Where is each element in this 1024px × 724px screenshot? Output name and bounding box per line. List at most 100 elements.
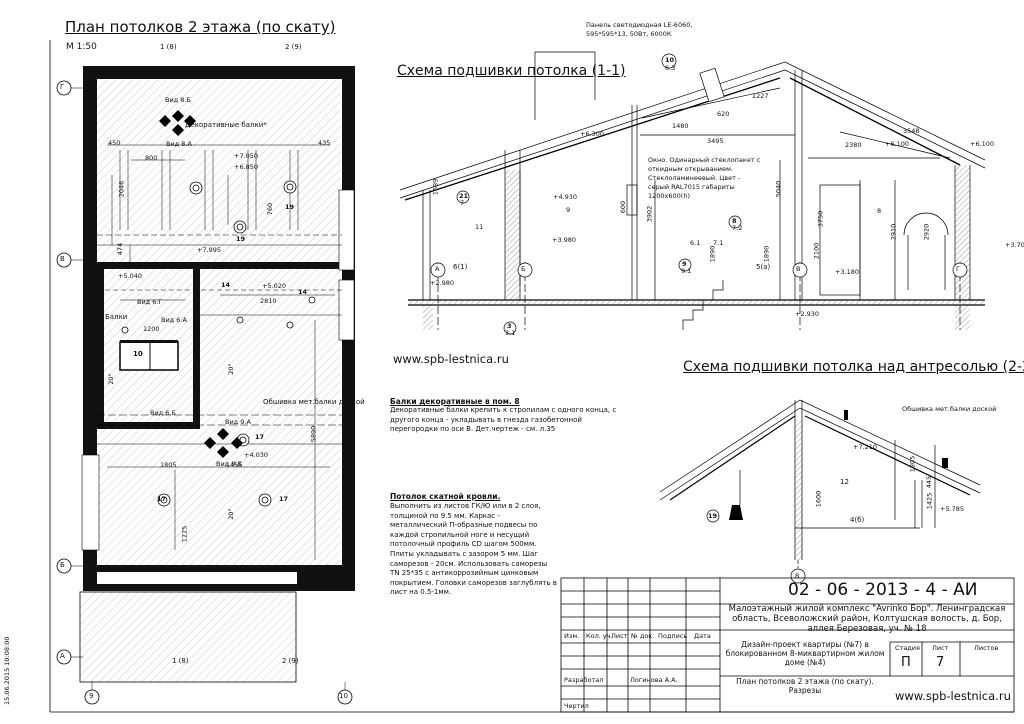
stamp-header-izm: Изм. (564, 632, 580, 640)
s1-dim-5040: 5040 (774, 180, 783, 198)
tag-17-b: 17 (157, 495, 167, 503)
stamp-stage-header: Стадия (895, 644, 920, 652)
panel-note-2: 595*595*13, 50Вт, 6000К (586, 30, 672, 38)
s1-dim-1890-b: 1890 (762, 245, 771, 263)
s1-level-4930: +4.930 (553, 193, 578, 201)
view-6g: Вид 6.Г (137, 298, 163, 306)
stamp-header-date: Дата (694, 632, 711, 640)
plan-wall-v (97, 262, 342, 269)
s1-dim-600: 600 (619, 200, 628, 214)
s2-level-7210: +7.210 (853, 443, 878, 451)
s1-dim-3495: 3495 (707, 137, 724, 145)
plan-wall-top (83, 66, 355, 79)
s1-cut-3-1: 3.1 (505, 329, 516, 337)
s1-dim-3902: 3902 (645, 205, 654, 223)
angle-20-a: 20° (106, 373, 115, 385)
dim-800: 800 (145, 154, 158, 162)
axis-10-label: 10 (339, 692, 348, 700)
s1-room-11: 11 (475, 223, 484, 231)
section-2-title: Схема подшивки потолка над антресолью (2… (683, 359, 1024, 375)
dim-1805: 1805 (160, 461, 177, 469)
s1-level-6100-a: +6.100 (885, 140, 910, 148)
dim-474: 474 (116, 242, 125, 256)
tag-19-a: 19 (285, 203, 295, 211)
window-note-line: Стеклоламинеевый. Цвет - (648, 174, 741, 182)
s1-room-9: 9 (566, 206, 571, 214)
s1-cut-7: 7 (460, 199, 465, 207)
plan-title: План потолков 2 этажа (по скату) (65, 18, 336, 36)
stamp-project: Малоэтажный жилой комплекс "Avrinko Бор"… (728, 604, 1006, 634)
view-6b: Вид 6.Б (150, 409, 176, 417)
s1-dim-1227: 1227 (752, 92, 769, 100)
side-datetime: 15.06.2015 10:08:00 (3, 636, 11, 705)
s1-cut-21: 21 (459, 192, 469, 200)
stamp-dev-name: Логинова А.А. (630, 676, 678, 684)
note-decor-beams: Декоративные балки* (185, 121, 267, 129)
watermark-url-bottom[interactable]: www.spb-lestnica.ru (895, 689, 1011, 703)
stamp-header-list: Лист (611, 632, 628, 640)
axis-g-label: Г (60, 83, 65, 91)
s1-level-6100-b: +6.100 (970, 140, 995, 148)
window-note-line: откидным открыванием. (648, 165, 733, 173)
s1-level-2980: +2.980 (430, 279, 455, 287)
s2-cut-4b: 4(б) (850, 516, 865, 524)
level-4030: +4.030 (244, 451, 269, 459)
plan-balcony (79, 591, 297, 683)
watermark-url-top[interactable]: www.spb-lestnica.ru (393, 352, 509, 366)
view-9b: Вид 9.Б (216, 460, 242, 468)
axis-label-bottom-right: 2 (9) (282, 657, 299, 665)
stamp-header-doc: № док. (631, 632, 655, 640)
s2-axis-v: В (795, 572, 800, 580)
s1-room-8: 8 (877, 207, 882, 215)
axis-b-label: Б (60, 561, 65, 569)
s1-dim-2910: 2910 (889, 223, 898, 241)
stamp-sheet: 7 (936, 655, 945, 670)
dim-450: 450 (108, 139, 121, 147)
s1-dim-2920: 2920 (922, 223, 931, 241)
s1-dim-1890: 1890 (708, 245, 717, 263)
stamp-dev-role: Разработал (564, 676, 604, 684)
tag-14-b: 14 (298, 288, 308, 296)
axis-9-marker (84, 689, 100, 705)
s1-dim-1689: 1689 (431, 178, 440, 196)
s1-dim-3548: 3548 (903, 127, 920, 135)
dim-2046: 2046 (117, 180, 126, 198)
dim-1200: 1200 (143, 325, 160, 333)
angle-20-b: 20° (226, 363, 235, 375)
s1-cut-3: 3 (507, 322, 512, 330)
view-8a: Вид 8.А (166, 140, 192, 148)
section-1-title: Схема подшивки потолка (1-1) (397, 63, 626, 79)
title-block (560, 577, 1015, 713)
level-7050: +7.050 (234, 152, 259, 160)
s1-cut-9-1: 9.1 (681, 267, 692, 275)
stamp-draw-role: Чертил (564, 702, 589, 710)
dim-1455: 1455 (226, 461, 243, 469)
s1-level-3180: +3.180 (835, 268, 860, 276)
stamp-stage: П (901, 655, 911, 670)
stamp-sheet-header: Лист (932, 644, 949, 652)
stamp-code: 02 - 06 - 2013 - 4 - АИ (788, 580, 978, 600)
window-note: Окно. Одинарный стеклопакет с откидным о… (648, 156, 760, 201)
s1-cut-6-3: 6.3 (665, 64, 676, 72)
plan-window-right-2 (338, 279, 355, 341)
axis-a-label: А (60, 652, 65, 660)
s1-level-6300: +6.300 (580, 130, 605, 138)
s1-dim-2100: 2100 (812, 242, 821, 260)
tag-19-b: 19 (236, 235, 246, 243)
s1-dim-1480: 1480 (672, 122, 689, 130)
stamp-header-kol: Кол. уч. (586, 632, 613, 640)
s2-room-12: 12 (840, 478, 849, 486)
axis-label-top-left: 1 (8) (160, 43, 177, 51)
tag-17-c: 17 (279, 495, 289, 503)
tag-10: 10 (133, 350, 143, 358)
level-7995: +7.995 (197, 246, 222, 254)
angle-20-c: 20° (226, 508, 235, 520)
s1-cut-6-1b: 6.1 (690, 239, 701, 247)
s1-cut-8: 8 (732, 217, 737, 225)
s1-dim-3750: 3750 (816, 210, 825, 228)
plan-ceiling-hatch (97, 80, 340, 565)
s1-axis-b: Б (521, 265, 526, 273)
level-5040: +5.040 (118, 272, 143, 280)
stamp-design: Дизайн-проект квартиры (№7) в блокирован… (725, 640, 885, 667)
